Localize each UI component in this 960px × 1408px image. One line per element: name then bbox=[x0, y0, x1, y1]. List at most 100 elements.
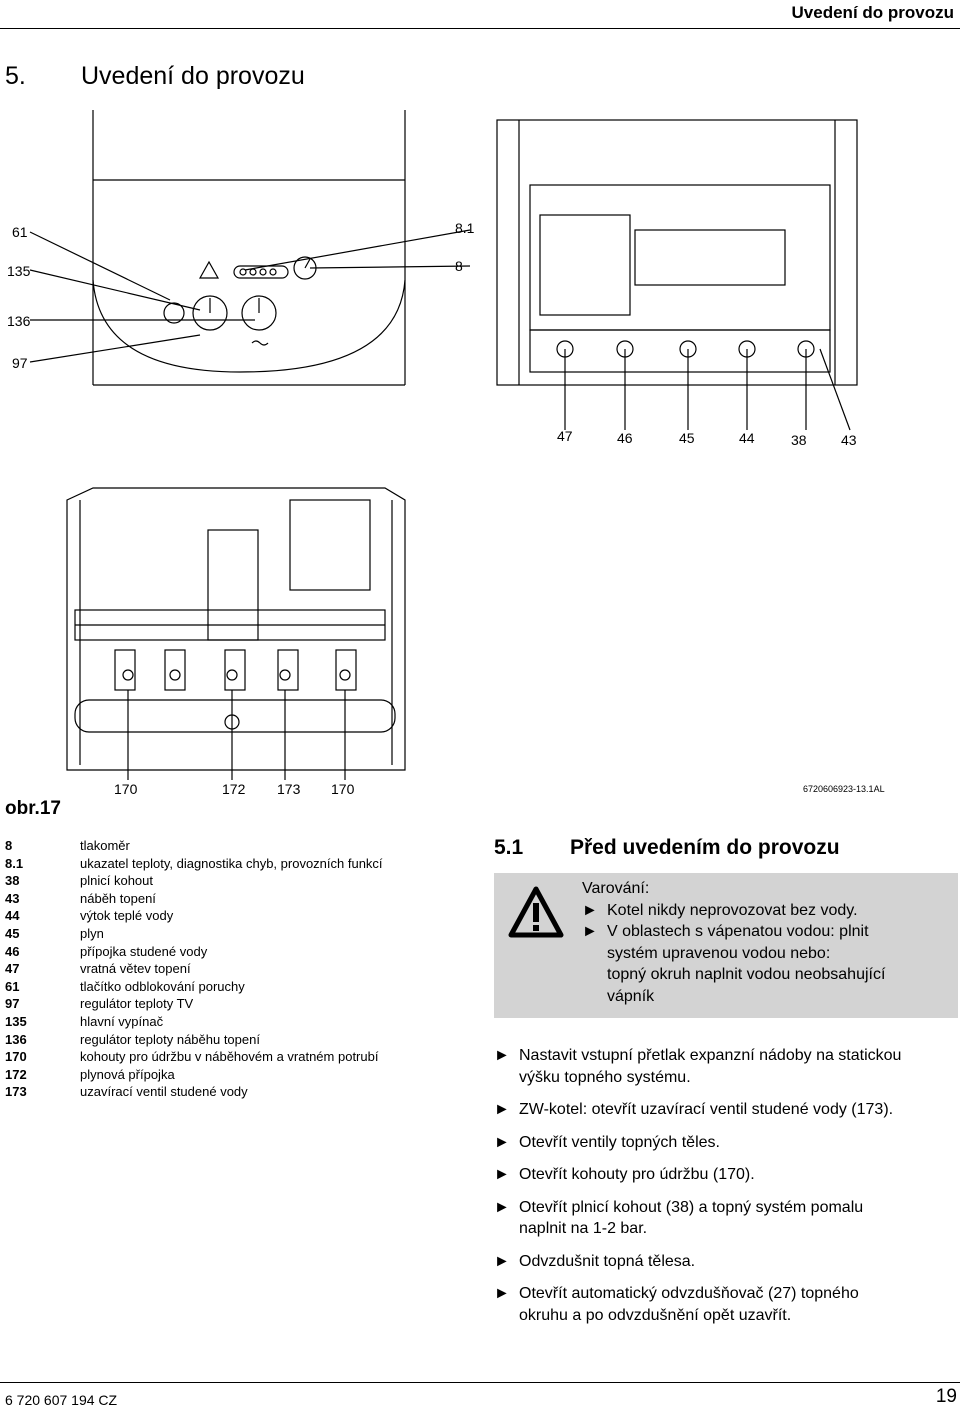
legend-key: 170 bbox=[5, 1049, 27, 1065]
front-panel-drawing bbox=[92, 110, 406, 386]
legend-text: výtok teplé vody bbox=[80, 908, 174, 924]
figure-label: obr.17 bbox=[5, 798, 61, 819]
legend-key: 172 bbox=[5, 1066, 27, 1082]
text-line: ZW-kotel: otevřít uzavírací ventil stude… bbox=[519, 1101, 894, 1118]
legend-key: 97 bbox=[5, 996, 20, 1012]
legend-text: přípojka studené vody bbox=[80, 943, 208, 959]
legend-row: 135 hlavní vypínač bbox=[5, 1013, 383, 1031]
bullet-arrow-icon: ► bbox=[494, 1252, 510, 1270]
legend-key: 44 bbox=[5, 908, 20, 924]
bullet-arrow-icon: ► bbox=[494, 1198, 510, 1216]
text-line: V oblastech s vápenatou vodou: plnit bbox=[607, 923, 869, 940]
chapter-number: 5. bbox=[5, 62, 26, 90]
bullet-arrow-icon: ► bbox=[494, 1047, 510, 1064]
legend-text: plynová přípojka bbox=[80, 1066, 175, 1082]
section-title: Před uvedením do provozu bbox=[570, 836, 840, 859]
legend-key: 173 bbox=[5, 1084, 27, 1100]
warning-item: ►Kotel nikdy neprovozovat bez vody. bbox=[582, 900, 960, 922]
callout-label: 47 bbox=[557, 428, 573, 444]
text-line: Odvzdušnit topná tělesa. bbox=[519, 1252, 696, 1270]
callout-label: 43 bbox=[841, 432, 857, 448]
callout-label: 135 bbox=[7, 263, 31, 279]
legend-text: plyn bbox=[80, 925, 104, 941]
bullet-arrow-icon: ► bbox=[494, 1285, 510, 1302]
legend-key: 43 bbox=[5, 890, 20, 906]
callout-label: 170 bbox=[331, 781, 355, 797]
step-item: ► Odvzdušnit topná tělesa. bbox=[494, 1251, 959, 1273]
legend-key: 61 bbox=[5, 978, 20, 994]
legend-text: tlačítko odblokování poruchy bbox=[80, 978, 245, 994]
legend-text: regulátor teploty náběhu topení bbox=[80, 1031, 260, 1047]
legend-text: plnicí kohout bbox=[80, 873, 153, 889]
legend-row: 43 náběh topení bbox=[5, 890, 383, 908]
text-line: Otevřít ventily topných těles. bbox=[519, 1133, 720, 1151]
legend-row: 61 tlačítko odblokování poruchy bbox=[5, 978, 383, 996]
open-boiler-drawing bbox=[66, 487, 406, 780]
warning-icon bbox=[508, 886, 564, 938]
running-header: Uvedení do provozu bbox=[791, 3, 954, 22]
boiler-figure: 61 135 136 97 8.1 8 47 46 45 44 38 43 17… bbox=[7, 110, 858, 797]
callout-label: 8 bbox=[455, 258, 463, 274]
legend-row: 172 plynová přípojka bbox=[5, 1066, 383, 1084]
legend-text: náběh topení bbox=[80, 890, 156, 906]
warning-text: Varování: ►Kotel nikdy neprovozovat bez … bbox=[582, 878, 960, 1007]
chapter-heading: 5. Uvedení do provozu bbox=[5, 62, 305, 91]
callout-label: 172 bbox=[222, 781, 246, 797]
callout-label: 38 bbox=[791, 432, 807, 448]
bullet-arrow-icon: ► bbox=[494, 1133, 510, 1151]
callout-label: 173 bbox=[277, 781, 301, 797]
callout-label: 46 bbox=[617, 430, 633, 446]
chapter-title: Uvedení do provozu bbox=[81, 62, 305, 90]
legend-row: 38 plnicí kohout bbox=[5, 872, 383, 890]
header-rule bbox=[0, 28, 960, 29]
text-line: Nastavit vstupní přetlak expanzní nádoby… bbox=[519, 1047, 902, 1064]
footer-rule bbox=[0, 1382, 960, 1383]
callout-label: 136 bbox=[7, 313, 31, 329]
text-line: topný okruh naplnit vodou neobsahující bbox=[607, 966, 886, 983]
text-line: Otevřít kohouty pro údržbu (170). bbox=[519, 1166, 755, 1183]
step-item: ► Otevřít ventily topných těles. bbox=[494, 1132, 959, 1154]
legend-text: ukazatel teploty, diagnostika chyb, prov… bbox=[80, 855, 383, 871]
callout-label: 170 bbox=[114, 781, 138, 797]
callout-label: 61 bbox=[12, 224, 28, 240]
step-item: ► ZW-kotel: otevřít uzavírací ventil stud… bbox=[494, 1099, 959, 1121]
legend-text: uzavírací ventil studené vody bbox=[80, 1084, 248, 1100]
text-line: výšku topného systému. bbox=[519, 1068, 691, 1086]
bullet-arrow-icon: ► bbox=[494, 1166, 510, 1183]
callout-label: 8.1 bbox=[455, 220, 475, 236]
warning-heading: Varování: bbox=[582, 880, 650, 897]
legend-key: 8 bbox=[5, 838, 13, 853]
text-line: okruhu a po odvzdušnění opět uzavřít. bbox=[519, 1306, 792, 1324]
legend-key: 38 bbox=[5, 873, 20, 889]
text-line: naplnit na 1-2 bar. bbox=[519, 1220, 648, 1237]
text-line: Otevřít plnicí kohout (38) a topný systé… bbox=[519, 1198, 864, 1216]
step-item: ► Otevřít kohouty pro údržbu (170). bbox=[494, 1164, 959, 1186]
bullet-arrow-icon: ► bbox=[582, 923, 598, 940]
warning-box: Varování: ►Kotel nikdy neprovozovat bez … bbox=[494, 873, 958, 1018]
figure-code: 6720606923-13.1AL bbox=[803, 784, 885, 794]
bottom-view-drawing bbox=[496, 119, 858, 431]
text-line: Kotel nikdy neprovozovat bez vody. bbox=[607, 901, 858, 919]
legend-key: 46 bbox=[5, 943, 20, 959]
callout-label: 44 bbox=[739, 430, 755, 446]
step-item: ► Otevřít plnicí kohout (38) a topný syst… bbox=[494, 1197, 959, 1240]
callout-label: 45 bbox=[679, 430, 695, 446]
legend-row: 46 přípojka studené vody bbox=[5, 943, 383, 961]
step-item: ► Nastavit vstupní přetlak expanzní nádob… bbox=[494, 1045, 959, 1088]
page-number: 19 bbox=[935, 1386, 957, 1407]
legend-key: 8.1 bbox=[5, 855, 24, 871]
legend-text: regulátor teploty TV bbox=[80, 996, 194, 1012]
legend-row: 8.1 ukazatel teploty, diagnostika chyb, p… bbox=[5, 855, 383, 873]
text-line: vápník bbox=[607, 987, 655, 1005]
bullet-arrow-icon: ► bbox=[494, 1101, 510, 1118]
callout-label: 97 bbox=[12, 355, 28, 371]
legend-key: 135 bbox=[5, 1013, 27, 1029]
legend-row: 97 regulátor teploty TV bbox=[5, 995, 383, 1013]
legend-row: 173 uzavírací ventil studené vody bbox=[5, 1083, 383, 1101]
legend-text: vratná větev topení bbox=[80, 961, 191, 977]
legend-text: hlavní vypínač bbox=[80, 1013, 164, 1029]
